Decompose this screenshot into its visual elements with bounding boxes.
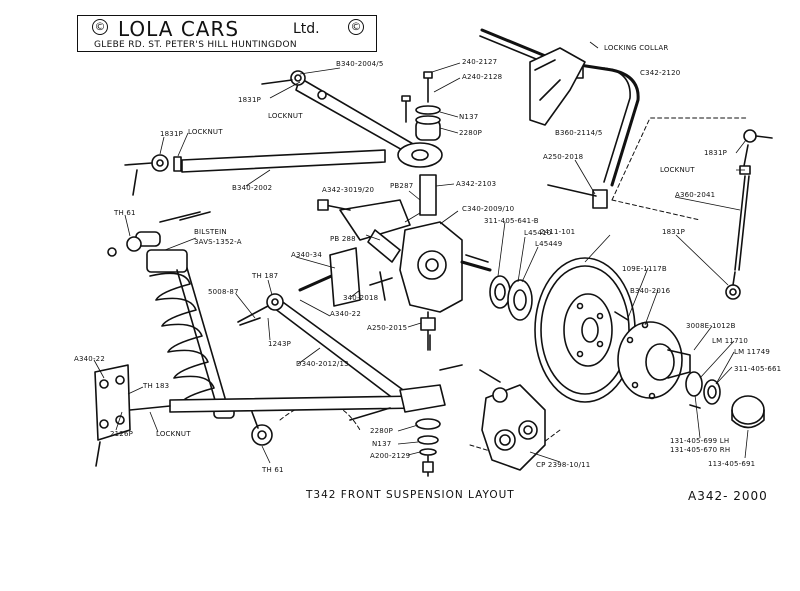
label-2126p: 2126P	[110, 430, 134, 438]
label-n137-bottom: N137	[372, 440, 392, 448]
label-locknut-left: LOCKNUT	[188, 128, 223, 136]
label-b340-2004: B340-2004/5	[336, 60, 384, 68]
label-1831p-right: 1831P	[704, 149, 728, 157]
label-th61-bottom: TH 61	[262, 466, 284, 474]
label-c342-2120: C342-2120	[640, 69, 681, 77]
anti-roll-bar	[479, 28, 640, 209]
label-a340-22-mid: A340-22	[330, 310, 361, 318]
label-lm11749: LM 11749	[734, 348, 771, 356]
label-2411-101: 2411-101	[540, 228, 576, 236]
coil-spring-damper	[107, 211, 235, 419]
label-th187: TH 187	[252, 272, 279, 280]
label-a200-2129: A200-2129	[370, 452, 411, 460]
lower-balljoint-stack	[349, 364, 463, 477]
label-th183: TH 183	[143, 382, 170, 390]
company-suffix: Ltd.	[293, 21, 320, 37]
label-a342-2103: A342-2103	[456, 180, 497, 188]
label-a340-34: A340-34	[291, 251, 322, 259]
wheel-hub	[614, 311, 765, 429]
label-113-405-691: 113-405-691	[708, 460, 756, 468]
label-bilstein-part: 3AVS-1352-A	[194, 238, 242, 246]
company-logo-box: © LOLA CARS Ltd. © GLEBE RD. ST. PETER'S…	[77, 15, 377, 52]
bearings	[489, 275, 533, 321]
label-b340-2016: B340-2016	[630, 287, 671, 295]
label-131-405-699: 131-405-699 LH	[670, 437, 730, 445]
label-a240-2128: A240-2128	[462, 73, 503, 81]
label-1831p-mid: 1831P	[662, 228, 686, 236]
upper-wishbone	[124, 70, 443, 196]
label-locknut-bottom: LOCKNUT	[156, 430, 191, 438]
label-c340-2009: C340-2009/10	[462, 205, 515, 213]
drawing-title: T342 FRONT SUSPENSION LAYOUT	[306, 489, 515, 501]
label-109e-1117b: 109E-1117B	[622, 265, 667, 273]
label-340-2018: 340-2018	[343, 294, 379, 302]
label-1831p-left: 1831P	[160, 130, 184, 138]
label-a250-2018: A250-2018	[543, 153, 584, 161]
label-l45410: L45410	[524, 229, 552, 237]
label-th61-top: TH 61	[114, 209, 136, 217]
label-pb288: PB 288	[330, 235, 356, 243]
label-a360-2041: A360-2041	[675, 191, 716, 199]
copyright-symbol-right: ©	[348, 19, 364, 35]
label-pb287: PB287	[390, 182, 414, 190]
fasteners	[179, 95, 501, 383]
label-1243p: 1243P	[268, 340, 292, 348]
label-a340-22-left: A340-22	[74, 355, 105, 363]
label-bilstein: BILSTEIN	[194, 228, 227, 236]
upper-balljoint-stack	[415, 71, 441, 141]
company-name: LOLA CARS	[118, 17, 240, 41]
brake-caliper	[481, 384, 546, 471]
label-1831p-top: 1831P	[238, 96, 262, 104]
label-2280p-top: 2280P	[459, 129, 483, 137]
company-address: GLEBE RD. ST. PETER'S HILL HUNTINGDON	[94, 40, 297, 50]
label-lm11710: LM 11710	[712, 337, 749, 345]
drawing-number: A342- 2000	[688, 489, 768, 503]
label-cp2398: CP 2398-10/11	[536, 461, 591, 469]
upright	[317, 174, 492, 351]
label-5008-87: 5008-87	[208, 288, 239, 296]
lower-left-bracket	[94, 364, 171, 467]
label-l45449: L45449	[535, 240, 563, 248]
label-2280p-bottom: 2280P	[370, 427, 394, 435]
label-locknut-top: LOCKNUT	[268, 112, 303, 120]
label-n137-top: N137	[459, 113, 479, 121]
label-locknut-right: LOCKNUT	[660, 166, 695, 174]
label-311-405-641: 311-405-641-B	[484, 217, 539, 225]
label-locking-collar: LOCKING COLLAR	[604, 44, 669, 52]
label-a250-2015: A250-2015	[367, 324, 408, 332]
label-d340-2012: D340-2012/13	[296, 360, 349, 368]
label-131-405-670: 131-405-670 RH	[670, 446, 731, 454]
label-240-2127: 240-2127	[462, 58, 498, 66]
label-a342-3019: A342-3019/20	[322, 186, 375, 194]
label-311-405-661: 311-405-661	[734, 365, 782, 373]
copyright-symbol-left: ©	[92, 19, 108, 35]
lower-wishbone	[169, 247, 446, 446]
label-b360-2114: B360-2114/5	[555, 129, 603, 137]
label-b340-2002: B340-2002	[232, 184, 273, 192]
label-3008e-1012b: 3008E-1012B	[686, 322, 736, 330]
